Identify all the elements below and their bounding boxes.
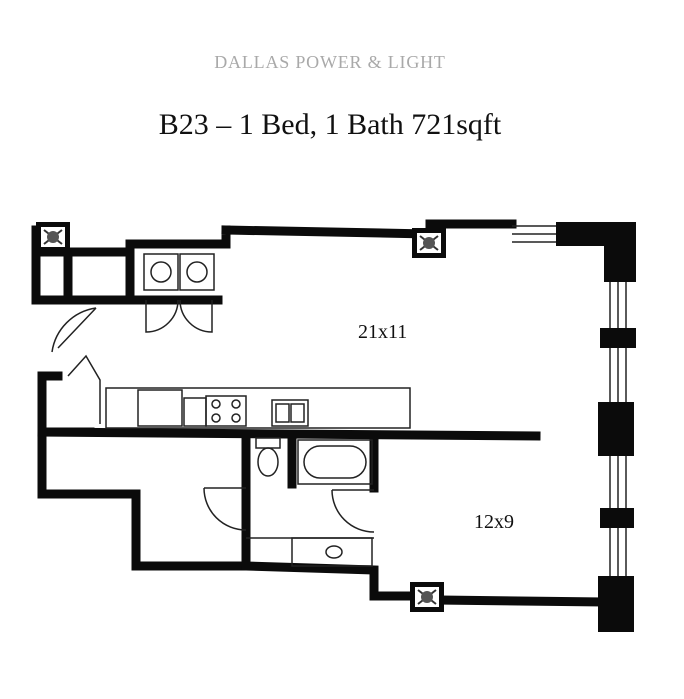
stove bbox=[205, 395, 247, 427]
bedroom-door bbox=[331, 489, 375, 533]
column-bottom bbox=[410, 582, 444, 612]
bathroom-door bbox=[203, 487, 247, 531]
column-top-center bbox=[412, 228, 446, 258]
closet-doors bbox=[145, 299, 213, 333]
entry-door bbox=[51, 307, 97, 353]
top-wall bbox=[125, 225, 435, 249]
window-lines bbox=[512, 225, 627, 576]
right-exterior-wall bbox=[556, 222, 636, 632]
bathtub bbox=[297, 439, 373, 485]
bath-bottom-wall bbox=[241, 561, 419, 601]
bathroom-sink bbox=[291, 537, 373, 567]
lower-left-wall bbox=[37, 427, 251, 571]
bath-divider-wall bbox=[287, 431, 379, 493]
building-name: DALLAS POWER & LIGHT bbox=[214, 52, 446, 72]
structural-columns bbox=[36, 222, 446, 612]
kitchen-sink bbox=[271, 399, 309, 427]
entry-wall bbox=[37, 371, 95, 437]
entry-closet-door bbox=[67, 354, 101, 424]
column-top-left bbox=[36, 222, 70, 252]
toilet bbox=[255, 437, 281, 477]
washer-dryer bbox=[143, 253, 215, 291]
bedroom-label: 12x9 bbox=[474, 511, 514, 533]
kitchen-counter bbox=[105, 387, 411, 429]
unit-title: B23 – 1 Bed, 1 Bath 721sqft bbox=[158, 108, 502, 141]
living-room-label: 21x11 bbox=[358, 321, 407, 343]
bedroom-bottom-wall bbox=[435, 595, 605, 607]
